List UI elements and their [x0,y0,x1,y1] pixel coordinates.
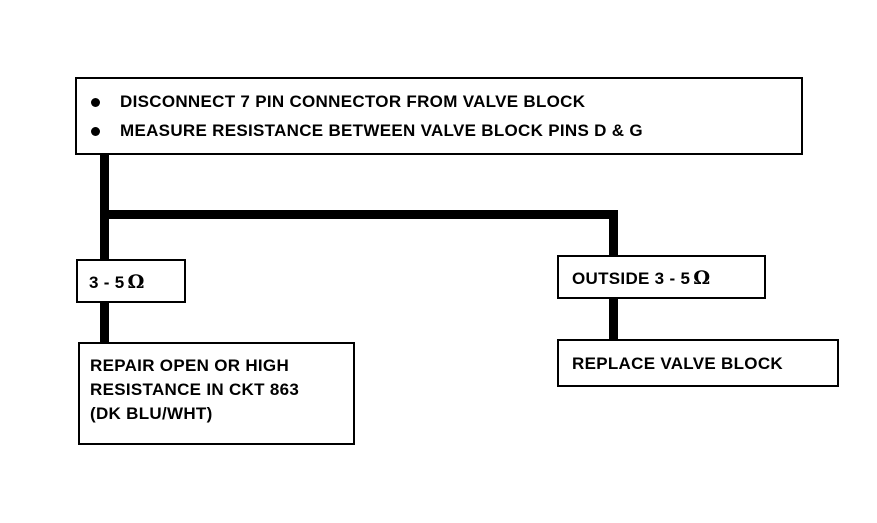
action-text: REPAIR OPEN OR HIGH RESISTANCE IN CKT 86… [90,354,299,426]
action-box-repair: REPAIR OPEN OR HIGH RESISTANCE IN CKT 86… [78,342,355,445]
bullet-icon [91,97,100,107]
instruction-item: DISCONNECT 7 PIN CONNECTOR FROM VALVE BL… [91,92,585,112]
condition-value: 3 - 5 [89,273,125,292]
action-line: RESISTANCE IN CKT 863 [90,380,300,399]
connector-horizontal [100,210,618,219]
action-line: REPAIR OPEN OR HIGH [90,356,290,375]
action-box-replace: REPLACE VALVE BLOCK [557,339,839,387]
bullet-icon [91,126,100,136]
condition-value: OUTSIDE 3 - 5 [572,269,691,288]
connector-left-lower [100,302,109,344]
ohm-symbol: Ω [693,267,711,289]
action-line: (DK BLU/WHT) [90,404,213,423]
connector-right-drop [609,210,618,260]
connector-right-lower [609,297,618,342]
connector-trunk [100,155,109,259]
ohm-symbol: Ω [127,271,145,293]
instruction-text: DISCONNECT 7 PIN CONNECTOR FROM VALVE BL… [120,92,586,111]
instruction-text: MEASURE RESISTANCE BETWEEN VALVE BLOCK P… [120,121,643,140]
instruction-box: DISCONNECT 7 PIN CONNECTOR FROM VALVE BL… [75,77,803,155]
action-text: REPLACE VALVE BLOCK [572,354,783,373]
instruction-item: MEASURE RESISTANCE BETWEEN VALVE BLOCK P… [91,121,643,141]
